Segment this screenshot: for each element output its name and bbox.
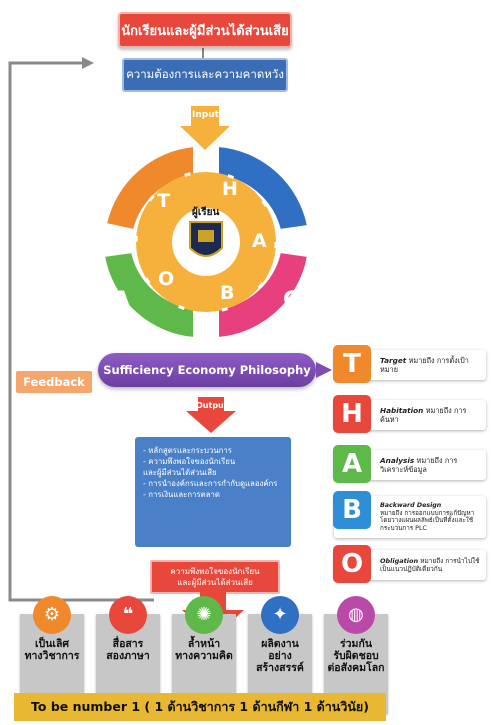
- plan-arc: [104, 144, 195, 232]
- philosophy-banner: Sufficiency Economy Philosophy: [98, 353, 332, 387]
- legend-desc: หมายถึง การค้นหา: [380, 406, 467, 424]
- legend-letter: A: [333, 445, 371, 483]
- output-item: - การนำองค์กรและการกำกับดูแลองค์กร: [143, 479, 278, 488]
- output-list: - หลักสูตรและกระบวนการ - ความพึงพอใจของน…: [135, 437, 291, 547]
- thabo-letter-a: A: [252, 230, 267, 252]
- center-label: ผู้เรียน: [192, 207, 220, 218]
- input-label: Input: [192, 110, 219, 120]
- lightbulb-icon: ✦: [261, 596, 299, 634]
- legend-term: Analysis: [380, 456, 415, 465]
- satisfaction-line: ความพึงพอใจของนักเรียน: [170, 567, 260, 576]
- check-arc: [217, 250, 310, 340]
- brain-gear-icon: ⚙: [33, 596, 71, 634]
- brain-icon: ✺: [185, 596, 223, 634]
- pdca-letter-c: C: [283, 288, 300, 313]
- needs-expectations-box: ความต้องการและความคาดหวัง: [122, 58, 288, 92]
- output-item: - หลักสูตรและกระบวนการ: [143, 446, 232, 455]
- thabo-letter-o: O: [158, 268, 175, 290]
- legend-letter: B: [333, 491, 371, 529]
- legend-desc: หมายถึง การตั้งเป้าหมาย: [380, 356, 469, 374]
- pdca-cycle-diagram: [102, 144, 310, 340]
- satisfaction-box: ความพึงพอใจของนักเรียน และผู้มีส่วนได้ส่…: [150, 560, 280, 594]
- legend-desc: หมายถึง การวิเคราะห์ข้อมูล: [380, 456, 458, 474]
- legend-desc: หมายถึง การนำไปใช้เป็นแนวปฏิบัติเดียวกัน: [380, 557, 480, 573]
- legend-row-t: T Target หมายถึง การตั้งเป้าหมาย: [333, 345, 486, 383]
- thabo-letter-b: B: [220, 282, 235, 304]
- legend-letter: T: [333, 345, 371, 383]
- legend-term: Obligation: [380, 557, 419, 565]
- pdca-letter-a: A: [113, 288, 131, 313]
- output-label: Output: [196, 401, 228, 410]
- legend-row-o: O Obligation หมายถึง การนำไปใช้เป็นแนวปฏ…: [333, 545, 486, 583]
- legend-term: Backward Design: [380, 502, 442, 509]
- legend-row-h: H Habitation หมายถึง การค้นหา: [333, 395, 486, 433]
- input-arrow: [180, 106, 230, 150]
- output-item: - การเงินและการตลาด: [143, 490, 220, 499]
- hand-globe-icon: ◍: [337, 596, 375, 634]
- thabo-letter-t: T: [157, 190, 170, 212]
- tobe-number-one-banner: To be number 1 ( 1 ด้านวิชาการ 1 ด้านกีฬ…: [14, 693, 386, 721]
- feedback-label: Feedback: [16, 371, 92, 393]
- pdca-letter-d: D: [285, 160, 304, 185]
- speech-bubbles-icon: ❝: [109, 596, 147, 634]
- legend-row-a: A Analysis หมายถึง การวิเคราะห์ข้อมูล: [333, 445, 486, 483]
- stakeholders-title: นักเรียนและผู้มีส่วนได้ส่วนเสีย: [118, 12, 292, 48]
- output-arrow: [186, 397, 236, 433]
- thabo-letter-h: H: [222, 178, 238, 200]
- legend-term: Habitation: [380, 406, 424, 415]
- legend-letter: H: [333, 395, 371, 433]
- output-item: และผู้มีส่วนได้ส่วนเสีย: [143, 468, 217, 477]
- legend-term: Target: [380, 356, 407, 365]
- satisfaction-line: และผู้มีส่วนได้ส่วนเสีย: [177, 578, 253, 587]
- legend-letter: O: [333, 545, 371, 583]
- output-item: - ความพึงพอใจของนักเรียน: [143, 457, 236, 466]
- legend-desc: หมายถึง การออกแบบการแก้ปัญหาโดยวางแผนผลล…: [380, 509, 475, 532]
- pdca-letter-p: P: [118, 160, 135, 185]
